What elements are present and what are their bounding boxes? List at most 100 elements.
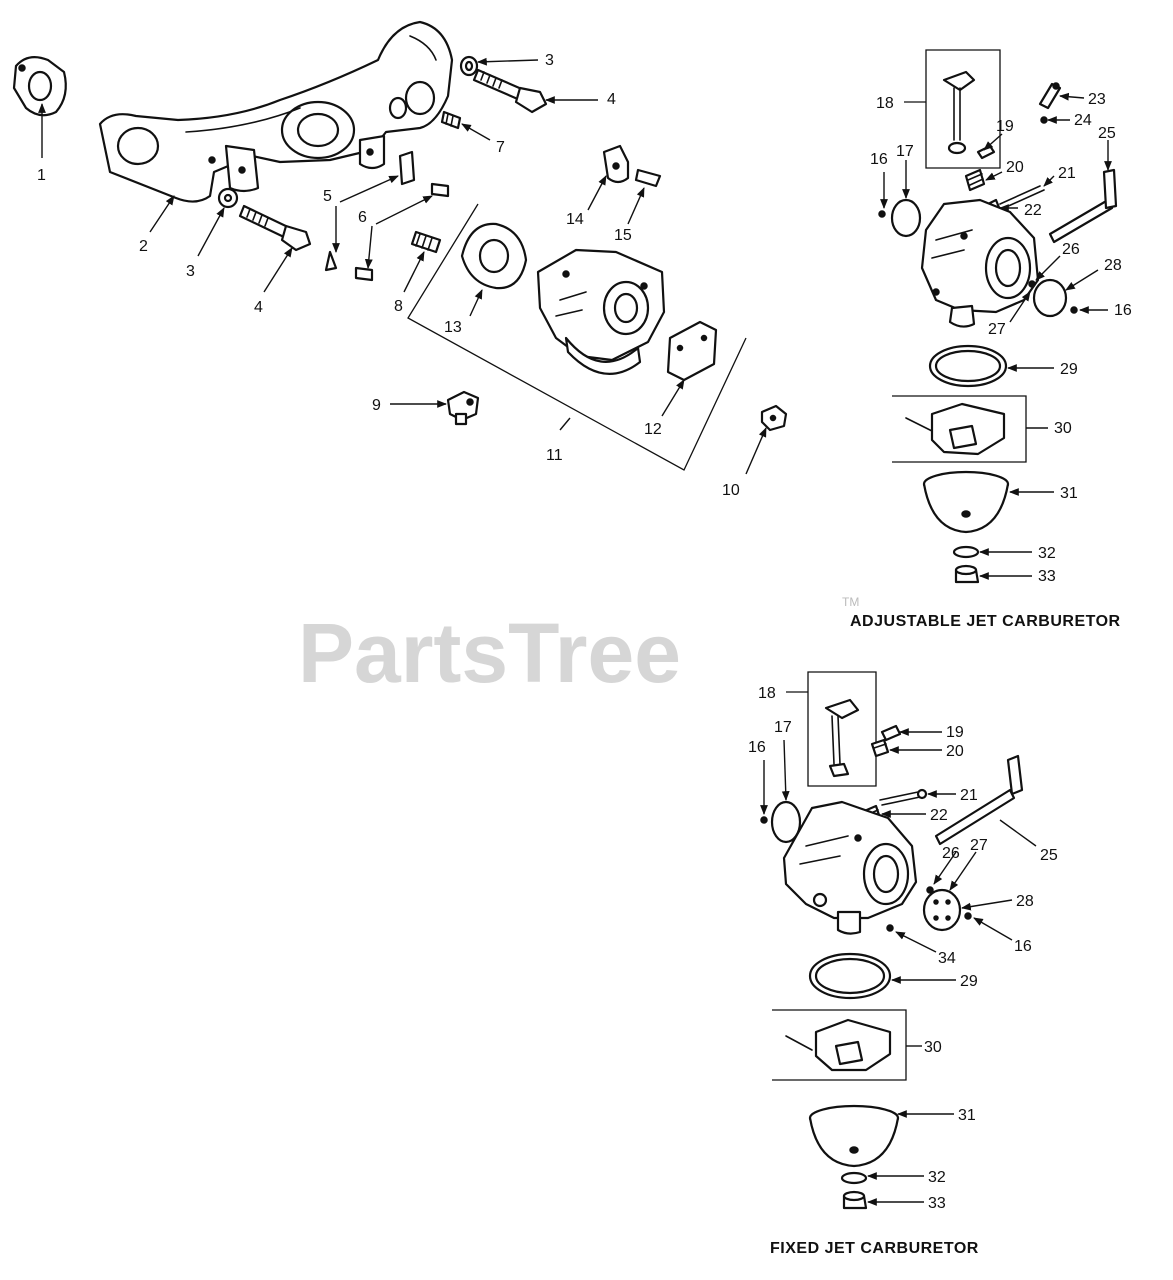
adj-callout-26: 26 xyxy=(1062,241,1080,258)
adj-callout-19: 19 xyxy=(996,118,1014,135)
adj-part-26-screw xyxy=(1028,280,1036,288)
adj-part-32-washer xyxy=(952,545,980,559)
fix-callout-30: 30 xyxy=(924,1039,942,1056)
callout-3-upper: 3 xyxy=(545,52,554,69)
fix-part-34-plug xyxy=(886,924,894,932)
adj-callout-30: 30 xyxy=(1054,420,1072,437)
part-9-fuel-fitting xyxy=(446,390,480,426)
part-3-washer-lower xyxy=(217,187,239,209)
part-6-screw xyxy=(354,182,450,282)
adj-part-16-screw-left xyxy=(878,210,886,218)
callout-5: 5 xyxy=(323,188,332,205)
adj-part-25-throttle-shaft xyxy=(1048,168,1118,244)
adj-part-16-screw-right xyxy=(1070,306,1078,314)
callout-10: 10 xyxy=(722,482,740,499)
part-5-bracket xyxy=(324,150,416,272)
adj-part-29-gasket-ring xyxy=(928,344,1008,388)
adj-callout-23: 23 xyxy=(1088,91,1106,108)
fix-part-16-screw-left xyxy=(760,816,768,824)
part-8-stud xyxy=(410,230,442,254)
fix-callout-29: 29 xyxy=(960,973,978,990)
callout-13: 13 xyxy=(444,319,462,336)
adj-callout-17: 17 xyxy=(896,143,914,160)
fix-part-33-nut xyxy=(842,1190,868,1210)
part-1-gasket xyxy=(12,55,67,117)
fix-part-19-needle xyxy=(880,724,902,742)
adj-part-31-float-bowl xyxy=(922,470,1010,534)
part-3-washer-upper xyxy=(459,55,479,77)
adj-part-17-throttle-plate xyxy=(890,198,922,238)
caption-adjustable-jet-carburetor: ADJUSTABLE JET CARBURETOR xyxy=(850,613,1121,630)
callout-11: 11 xyxy=(546,447,563,464)
adj-part-30-float xyxy=(905,402,1006,456)
adj-callout-21: 21 xyxy=(1058,165,1076,182)
adj-callout-33: 33 xyxy=(1038,568,1056,585)
fix-part-26-screw xyxy=(926,886,934,894)
adj-callout-16-left: 16 xyxy=(870,151,888,168)
callout-1: 1 xyxy=(37,167,46,184)
fix-callout-31: 31 xyxy=(958,1107,976,1124)
adj-callout-20: 20 xyxy=(1006,159,1024,176)
callout-4-lower: 4 xyxy=(254,299,263,316)
fix-callout-18: 18 xyxy=(758,685,776,702)
adj-callout-16-right: 16 xyxy=(1114,302,1132,319)
fix-part-17-throttle-plate xyxy=(770,800,802,844)
adj-part-20-spring xyxy=(964,168,986,192)
part-12-plate xyxy=(666,320,718,382)
callout-14: 14 xyxy=(566,211,584,228)
fix-callout-26: 26 xyxy=(942,845,960,862)
fix-part-30-float xyxy=(785,1018,892,1072)
fix-callout-21: 21 xyxy=(960,787,978,804)
watermark-trademark: TM xyxy=(842,595,859,609)
part-11-assembly-bracket xyxy=(407,203,747,471)
fix-part-29-gasket-ring xyxy=(808,952,892,1000)
fix-callout-20: 20 xyxy=(946,743,964,760)
adj-carburetor-body xyxy=(920,198,1040,328)
fix-callout-25: 25 xyxy=(1040,847,1058,864)
part-13-gasket xyxy=(460,222,528,290)
callout-2: 2 xyxy=(139,238,148,255)
part-4-bolt-lower xyxy=(238,204,312,252)
callout-4-upper: 4 xyxy=(607,91,616,108)
callout-7: 7 xyxy=(496,139,505,156)
fix-callout-33: 33 xyxy=(928,1195,946,1212)
adj-callout-31: 31 xyxy=(1060,485,1078,502)
adj-callout-29: 29 xyxy=(1060,361,1078,378)
callout-3-lower: 3 xyxy=(186,263,195,280)
fix-callout-16-left: 16 xyxy=(748,739,766,756)
adj-callout-25: 25 xyxy=(1098,125,1116,142)
adj-callout-32: 32 xyxy=(1038,545,1056,562)
adj-part-18-choke-shaft xyxy=(942,70,976,155)
callout-9: 9 xyxy=(372,397,381,414)
adj-part-21-screw xyxy=(999,185,1045,209)
callout-15: 15 xyxy=(614,227,632,244)
callout-6: 6 xyxy=(358,209,367,226)
fix-callout-17: 17 xyxy=(774,719,792,736)
callout-12: 12 xyxy=(644,421,662,438)
watermark-logo: PartsTree xyxy=(298,606,681,700)
adj-part-28-throttle-plate xyxy=(1032,278,1068,318)
adj-part-24-pin xyxy=(1040,116,1048,124)
fix-callout-19: 19 xyxy=(946,724,964,741)
fix-callout-28: 28 xyxy=(1016,893,1034,910)
fix-callout-34: 34 xyxy=(938,950,956,967)
part-4-bolt-upper xyxy=(472,68,548,114)
part-15-screw xyxy=(634,168,662,188)
fix-part-20-spring xyxy=(870,738,890,758)
adj-callout-24: 24 xyxy=(1074,112,1092,129)
adj-part-33-nut xyxy=(954,564,980,584)
fix-part-32-washer xyxy=(840,1171,868,1185)
fix-callout-32: 32 xyxy=(928,1169,946,1186)
fix-callout-22: 22 xyxy=(930,807,948,824)
fix-part-25-throttle-shaft xyxy=(934,754,1024,846)
adj-part-23-screw xyxy=(1038,82,1062,110)
part-7-stud xyxy=(440,110,462,130)
part-2-intake-manifold xyxy=(98,20,454,203)
fix-part-31-float-bowl xyxy=(808,1104,900,1168)
fix-part-16-screw-right xyxy=(964,912,972,920)
fix-callout-16-right: 16 xyxy=(1014,938,1032,955)
fix-part-18-choke-shaft xyxy=(824,698,860,778)
adj-callout-28: 28 xyxy=(1104,257,1122,274)
